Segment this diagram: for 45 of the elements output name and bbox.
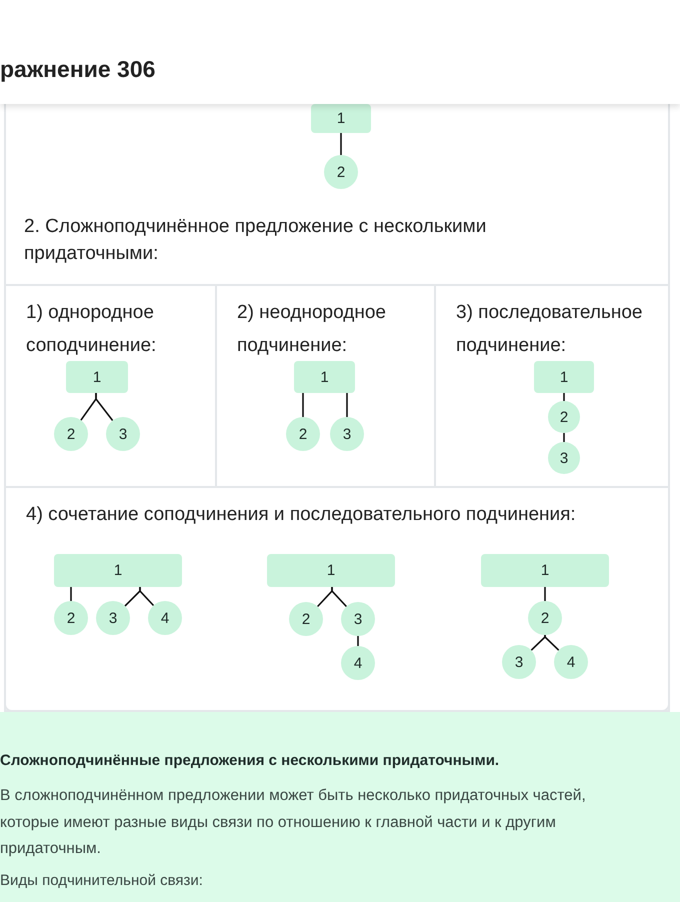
subordinate-clause-circle: 2: [54, 601, 88, 635]
panel-heading: 2) неоднородное подчинение:: [237, 301, 387, 358]
main-clause-box: 1: [294, 361, 355, 393]
section-heading: 2. Сложноподчинённое предложение с несколькими придаточными:: [24, 215, 488, 266]
main-clause-box: 1: [534, 361, 594, 393]
subordinate-clause-circle: 4: [148, 601, 182, 635]
connector-line: [544, 635, 560, 651]
rule-paragraph: В сложноподчинённом предложении может быть несколько придаточных частей, которые имеют разные виды связи по отношению к главной части и к другим придаточным.: [0, 786, 587, 859]
subordinate-clause-circle: 2: [54, 417, 88, 451]
connector-line: [331, 587, 347, 608]
subordinate-clause-circle: 4: [341, 646, 375, 680]
list-intro: Виды подчинительной связи:: [0, 872, 204, 889]
connector-line: [95, 393, 114, 421]
subordinate-clause-circle: 4: [554, 645, 588, 679]
main-clause-box: 1: [481, 554, 609, 587]
main-clause-box: 1: [66, 361, 128, 393]
subordinate-clause-circle: 2: [528, 601, 562, 635]
connector-line: [346, 393, 348, 417]
subordinate-clause-circle: 3: [96, 601, 130, 635]
connector-line: [530, 635, 546, 651]
main-clause-box: 1: [311, 104, 371, 133]
connector-line: [544, 587, 546, 601]
subordinate-clause-circle: 2: [289, 602, 323, 636]
subordinate-clause-circle: 3: [502, 645, 536, 679]
page-title: ражнение 306: [0, 56, 156, 83]
connector-line: [139, 587, 154, 606]
subordinate-clause-circle: 2: [548, 401, 580, 433]
connector-line: [70, 587, 72, 601]
connector-line: [302, 393, 304, 417]
subordinate-clause-circle: 2: [286, 417, 320, 451]
main-clause-box: 1: [54, 554, 182, 587]
connector-line: [563, 433, 565, 442]
connector-line: [357, 636, 359, 646]
panel-heading: 3) последовательное подчинение:: [456, 301, 644, 358]
rule-heading: Сложноподчинённые предложения с несколькими придаточными.: [0, 752, 500, 769]
subordinate-clause-circle: 3: [106, 417, 140, 451]
connector-line: [340, 133, 342, 155]
main-clause-box: 1: [267, 554, 395, 587]
subordinate-clause-circle: 2: [324, 155, 358, 189]
panel-heading: 1) однородное соподчинение:: [26, 301, 158, 358]
subordinate-clause-circle: 3: [548, 442, 580, 474]
connector-line: [563, 393, 565, 401]
subordinate-clause-circle: 3: [330, 417, 364, 451]
subordinate-clause-circle: 3: [341, 602, 375, 636]
panel-heading: 4) сочетание соподчинения и последовательного подчинения:: [26, 503, 577, 527]
